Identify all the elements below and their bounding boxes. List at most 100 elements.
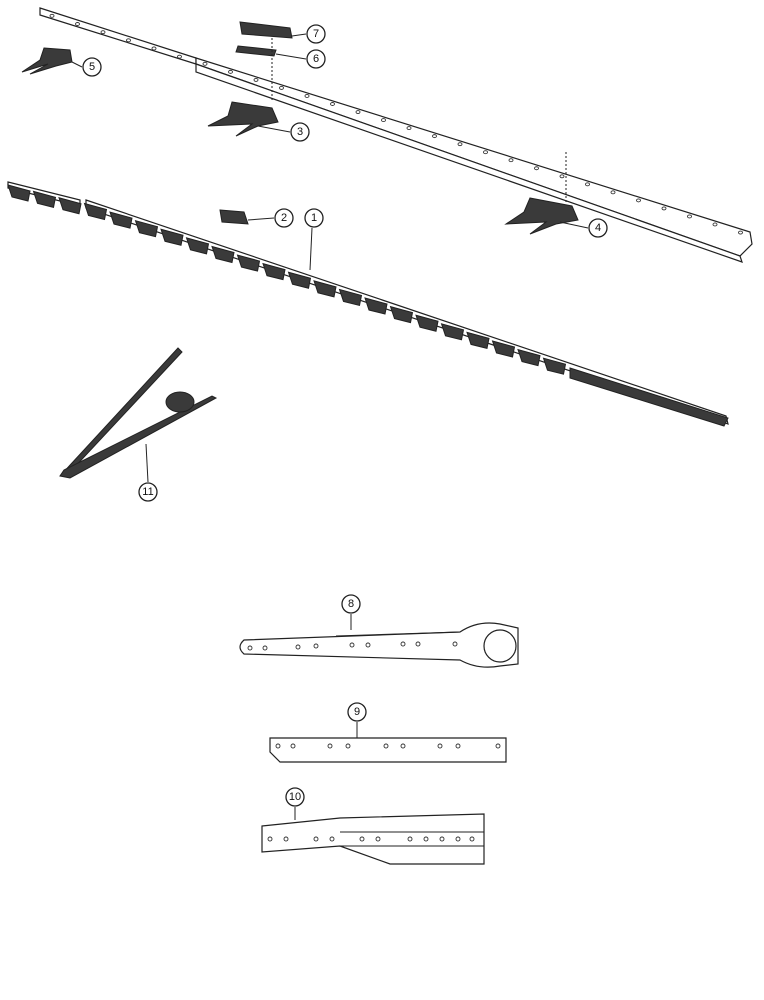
bar-part-9	[269, 737, 507, 763]
bolt-hole	[295, 644, 301, 650]
bar-part-10	[261, 813, 485, 865]
hold-down-clip-part-7	[239, 21, 293, 102]
knife-section	[542, 357, 567, 375]
knife-section	[313, 280, 337, 298]
bolt-hole	[327, 743, 333, 749]
bolt-hole	[275, 743, 281, 749]
bolt-hole	[279, 85, 284, 90]
knife-section	[160, 228, 184, 246]
bolt-hole	[452, 641, 458, 647]
knife-section	[415, 314, 439, 332]
bolt-hole	[610, 190, 616, 195]
clip-plate-part-6	[235, 45, 277, 57]
bolt-hole	[330, 102, 335, 106]
bolt-hole	[345, 743, 351, 749]
bolt-hole	[253, 77, 259, 82]
pitman-arm-part-8	[239, 622, 519, 668]
bolt-hole	[383, 743, 389, 749]
bolt-hole	[304, 94, 310, 98]
bolt-hole	[661, 206, 667, 211]
bolt-hole	[359, 836, 365, 842]
bolt-hole	[355, 110, 361, 114]
knife-section	[83, 202, 108, 221]
knife-section	[287, 271, 312, 289]
knife-section	[58, 197, 82, 215]
knife-section	[338, 288, 363, 307]
callout-6: 6	[306, 49, 326, 69]
knife-head-part-11	[59, 347, 218, 479]
knife-section	[185, 237, 210, 255]
knife-section	[466, 331, 490, 350]
bolt-hole	[262, 645, 268, 651]
bolt-hole	[267, 836, 273, 842]
bolt-hole	[687, 214, 692, 219]
callout-label: 5	[89, 61, 95, 73]
bolt-hole	[313, 643, 319, 649]
bolt-hole	[432, 134, 437, 139]
callout-4: 4	[588, 218, 608, 238]
bolt-hole	[400, 743, 406, 749]
callout-label: 10	[289, 791, 301, 803]
knife-section	[262, 262, 286, 281]
knife-section	[389, 305, 414, 324]
callout-label: 6	[313, 53, 319, 65]
guard-part-3	[207, 101, 279, 137]
knife-section-part-2	[219, 209, 249, 225]
callout-label: 7	[313, 28, 319, 40]
callout-2: 2	[274, 208, 294, 228]
bolt-hole	[151, 46, 157, 51]
bolt-hole	[365, 642, 371, 648]
callout-label: 3	[297, 126, 303, 138]
knife-section	[211, 245, 235, 264]
callout-3: 3	[290, 122, 310, 142]
bolt-hole	[329, 836, 335, 842]
bolt-hole	[495, 743, 501, 749]
bolt-hole	[439, 836, 445, 842]
bolt-hole	[400, 641, 406, 647]
bolt-hole	[437, 743, 443, 749]
bolt-hole	[75, 22, 80, 26]
bolt-hole	[381, 118, 386, 123]
bolt-hole	[508, 158, 514, 163]
bolt-hole	[455, 836, 461, 842]
callout-label: 4	[595, 222, 601, 234]
bolt-hole	[738, 230, 743, 235]
knife-assembly	[7, 181, 729, 427]
bolt-hole	[636, 198, 641, 203]
bolt-hole	[455, 743, 461, 749]
guard-bar	[39, 7, 753, 263]
bolt-hole	[423, 836, 429, 842]
bolt-hole	[202, 61, 208, 66]
bolt-hole	[126, 38, 131, 43]
bolt-hole	[483, 150, 488, 155]
knife-section	[32, 190, 57, 208]
bolt-hole	[406, 126, 412, 131]
knife-section	[134, 219, 159, 238]
bolt-hole	[469, 836, 475, 842]
guard-part-5	[21, 47, 73, 75]
callout-7: 7	[306, 24, 326, 44]
callout-9: 9	[347, 702, 367, 722]
knife-section	[440, 323, 465, 341]
knife-section	[236, 254, 261, 272]
callout-8: 8	[341, 594, 361, 614]
bolt-hole	[407, 836, 413, 842]
callout-label: 8	[348, 598, 354, 610]
bolt-hole	[559, 174, 565, 179]
callout-10: 10	[285, 787, 305, 807]
bolt-hole	[585, 182, 590, 187]
bolt-hole	[228, 69, 233, 74]
bolt-hole	[283, 836, 289, 842]
knife-section	[364, 297, 388, 315]
callout-1: 1	[304, 208, 324, 228]
bolt-hole	[177, 54, 182, 59]
bolt-hole	[457, 142, 463, 147]
callout-label: 11	[142, 486, 153, 498]
bolt-hole	[712, 222, 718, 227]
knife-section	[109, 211, 133, 229]
bolt-hole	[375, 836, 381, 842]
bolt-hole	[349, 642, 355, 648]
bolt-hole	[100, 30, 106, 35]
